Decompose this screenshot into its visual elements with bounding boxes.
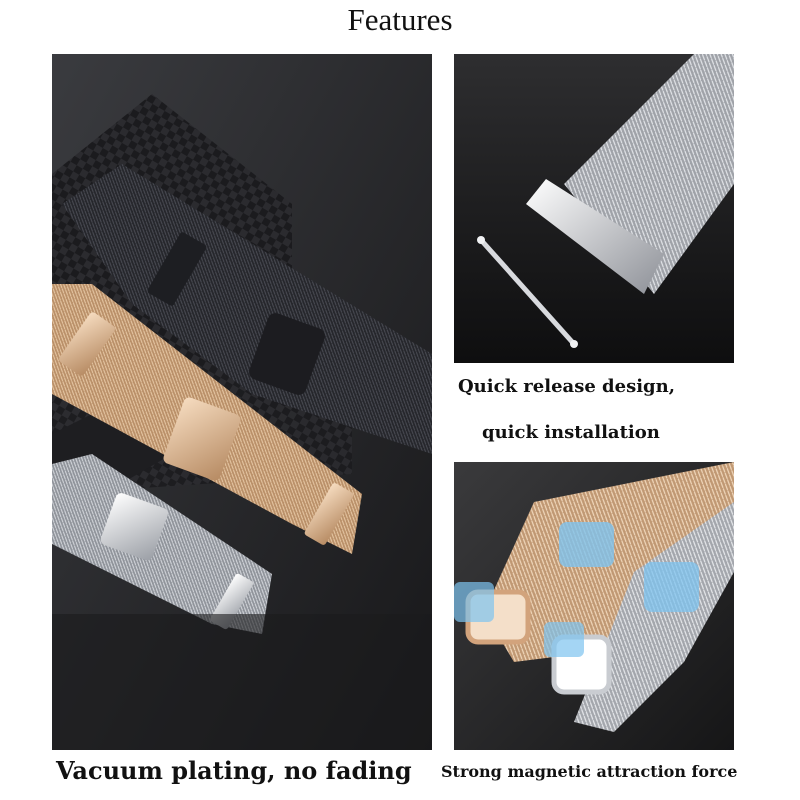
product-photo-bands-on-carbon [52,54,432,750]
quick-release-caption-line1: Quick release design, [458,376,675,397]
magnetic-caption: Strong magnetic attraction force [441,762,738,781]
vacuum-plating-caption: Vacuum plating, no fading [56,756,412,785]
product-photo-magnetic-clasps [454,462,734,750]
page-title: Features [347,2,453,37]
quick-release-caption-line2: quick installation [482,422,660,443]
product-photo-quick-release [454,54,734,363]
